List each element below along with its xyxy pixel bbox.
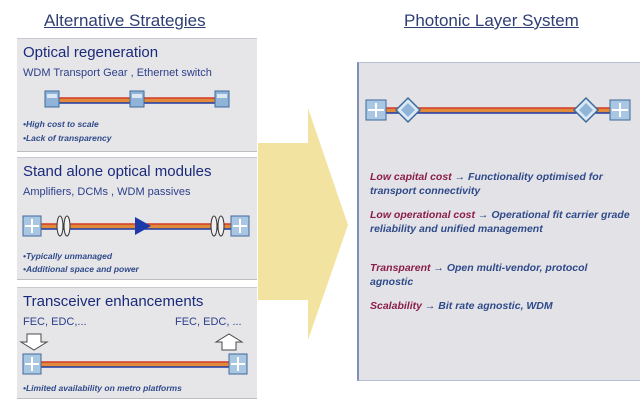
panel-title: Optical regeneration <box>23 44 159 61</box>
panel-subtitle-left: FEC, EDC,... <box>23 316 87 328</box>
feature-text: Bit rate agnostic, WDM <box>438 300 553 312</box>
terminal-icon <box>22 215 42 237</box>
feature-arrow: → <box>451 171 469 183</box>
bullet: •Lack of transparency <box>23 133 112 143</box>
photonic-link-diagram <box>365 96 631 124</box>
optical-modules-link-diagram <box>22 215 250 237</box>
panel-stand-alone-optical-modules: Stand alone optical modules Amplifiers, … <box>17 157 257 280</box>
roadm-icon <box>572 96 600 124</box>
feature-arrow: → <box>475 209 492 221</box>
panel-transceiver-enhancements: Transceiver enhancements FEC, EDC,... FE… <box>17 287 257 399</box>
feature-low-capital-cost: Low capital cost → Functionality optimis… <box>370 170 632 198</box>
feature-arrow: → <box>421 300 439 312</box>
feature-key: Scalability <box>370 300 422 312</box>
terminal-icon <box>230 215 250 237</box>
terminal-icon <box>22 353 42 375</box>
terminal-icon <box>609 99 631 121</box>
node-icon <box>214 90 230 108</box>
bullet: •Typically unmanaged <box>23 251 113 261</box>
panel-title: Transceiver enhancements <box>23 293 204 310</box>
feature-key: Transparent <box>370 262 431 274</box>
transceiver-link-diagram <box>19 333 248 375</box>
panel-subtitle: Amplifiers, DCMs , WDM passives <box>23 186 191 198</box>
panel-subtitle: WDM Transport Gear , Ethernet switch <box>23 67 212 79</box>
dcm-icon <box>56 215 71 237</box>
feature-text: Operational fit carrier grade reliabilit… <box>370 209 630 235</box>
node-icon <box>44 90 60 108</box>
feature-transparent: Transparent → Open multi-vendor, protoco… <box>370 261 632 289</box>
terminal-icon <box>228 353 248 375</box>
feature-key: Low operational cost <box>370 209 476 221</box>
panel-subtitle-right: FEC, EDC, ... <box>175 316 242 328</box>
panel-title: Stand alone optical modules <box>23 163 212 180</box>
feature-arrow: → <box>430 262 447 274</box>
dcm-icon <box>210 215 225 237</box>
feature-text: Open multi-vendor, protocol agnostic <box>370 262 588 288</box>
bullet: •Additional space and power <box>23 264 139 274</box>
roadm-icon <box>394 96 422 124</box>
heading-alternative-strategies: Alternative Strategies <box>44 11 206 30</box>
heading-photonic-layer-system: Photonic Layer System <box>404 11 579 30</box>
amplifier-icon <box>135 217 151 235</box>
regeneration-link-diagram <box>44 90 230 108</box>
panel-optical-regeneration: Optical regeneration WDM Transport Gear … <box>17 38 257 152</box>
bullet: •High cost to scale <box>23 119 99 129</box>
feature-low-operational-cost: Low operational cost → Operational fit c… <box>370 208 632 236</box>
node-icon <box>129 90 145 108</box>
bullet: •Limited availability on metro platforms <box>23 383 182 393</box>
feature-text: Functionality optimised for transport co… <box>370 171 603 197</box>
feature-key: Low capital cost <box>370 171 452 183</box>
feature-scalability: Scalability → Bit rate agnostic, WDM <box>370 299 632 313</box>
terminal-icon <box>365 99 387 121</box>
